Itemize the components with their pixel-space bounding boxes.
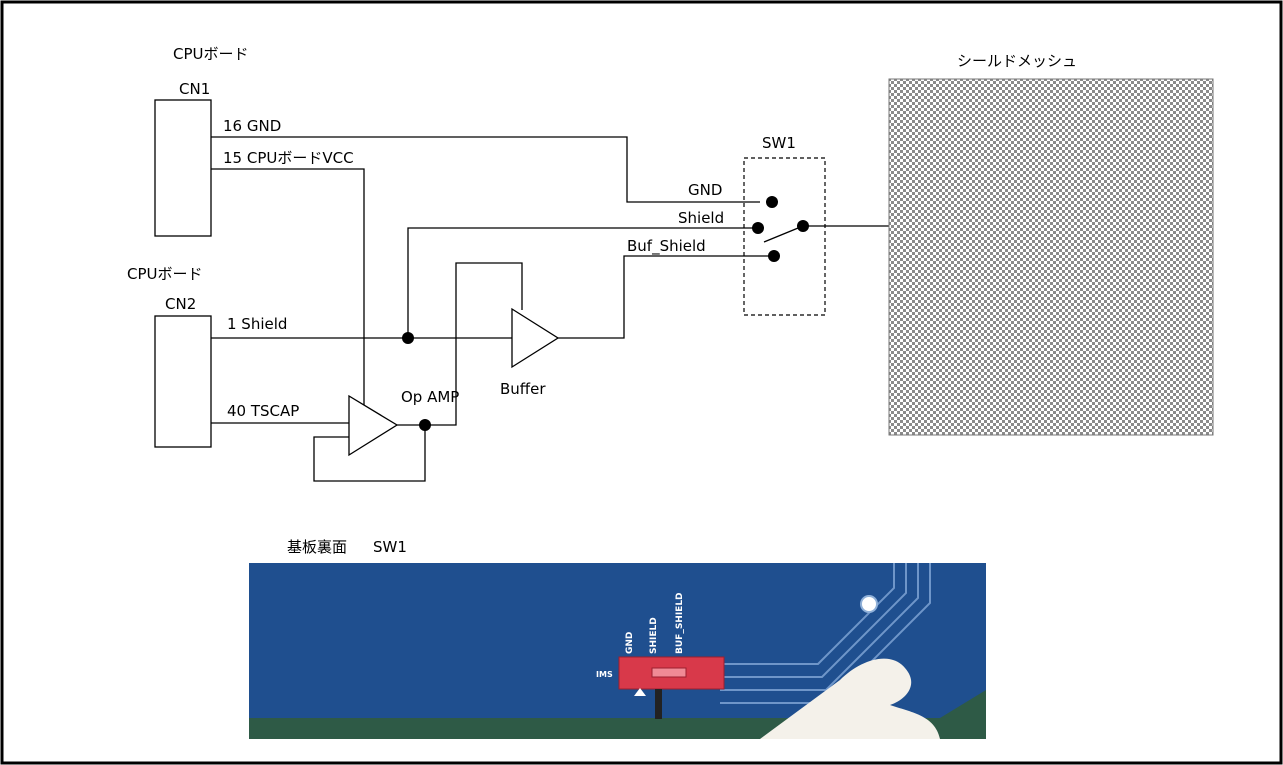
pcb-photo-switch-slider [651, 667, 687, 678]
sw1-name: SW1 [762, 134, 796, 152]
sw1-pos-gnd-label: GND [688, 181, 722, 199]
pcb-photo: IMS GND SHIELD BUF_SHIELD [249, 563, 986, 739]
sw1-blade [763, 225, 804, 243]
sw1-terminal-shield [752, 222, 764, 234]
shield-mesh: シールドメッシュ [888, 52, 1214, 436]
cn2-pin-tscap-label: 40 TSCAP [227, 402, 299, 420]
buffer: Buffer [500, 307, 560, 398]
pcb-photo-latch [760, 658, 940, 739]
pcb-photo-mount-hole [860, 595, 878, 613]
cn2-board-label: CPUボード [127, 265, 203, 283]
sw1-terminal-buf-shield [768, 250, 780, 262]
wires [211, 136, 889, 482]
pcb-photo-switch-lead [655, 689, 662, 719]
cn1-body [154, 99, 212, 237]
cn1-name: CN1 [179, 80, 210, 98]
buffer-triangle [511, 307, 560, 369]
junction-shield [402, 332, 414, 344]
wire-vcc [211, 168, 365, 420]
cn2-body [154, 315, 212, 448]
connector-cn2: CPUボード CN2 1 Shield 40 TSCAP [127, 265, 299, 448]
mesh-title: シールドメッシュ [957, 52, 1077, 70]
buffer-label: Buffer [500, 380, 546, 398]
pcb-photo-silk-shield: SHIELD [649, 617, 659, 654]
pcb-photo-silk-sw: IMS [596, 670, 613, 679]
wire-gnd [211, 136, 760, 203]
pcb-photo-silk-buf-shield: BUF_SHIELD [675, 592, 685, 654]
photo-caption-sw: SW1 [373, 538, 407, 556]
pcb-photo-switch [618, 656, 725, 690]
photo-caption-prefix: 基板裏面 [287, 538, 347, 556]
pcb-photo-traces [720, 563, 931, 704]
pcb-photo-silk-arrow [634, 688, 646, 696]
opamp: Op AMP [348, 388, 459, 457]
wire-shield-branch [407, 227, 755, 338]
opamp-triangle [348, 394, 399, 457]
sw1-outline [743, 157, 826, 316]
wire-opamp-feedback [313, 425, 426, 482]
junction-opamp-out [419, 419, 431, 431]
pcb-photo-silk-gnd: GND [625, 632, 635, 654]
sw1-pos-shield-label: Shield [678, 209, 724, 227]
cn1-pin-vcc-label: 15 CPUボードVCC [223, 149, 354, 167]
switch-sw1: SW1 GND Shield Buf_Shield [627, 134, 826, 316]
wire-buf-out [558, 255, 775, 339]
wire-opamp-out [397, 262, 523, 426]
mesh-area [888, 78, 1214, 436]
connector-cn1: CPUボード CN1 16 GND 15 CPUボードVCC [154, 45, 354, 237]
sw1-terminal-gnd [766, 196, 778, 208]
sw1-pos-buf-shield-label: Buf_Shield [627, 237, 706, 256]
cn2-pin-shield-label: 1 Shield [227, 315, 287, 333]
cn1-board-label: CPUボード [173, 45, 249, 63]
opamp-label: Op AMP [401, 388, 459, 406]
cn2-name: CN2 [165, 295, 196, 313]
cn1-pin-gnd-label: 16 GND [223, 117, 281, 135]
